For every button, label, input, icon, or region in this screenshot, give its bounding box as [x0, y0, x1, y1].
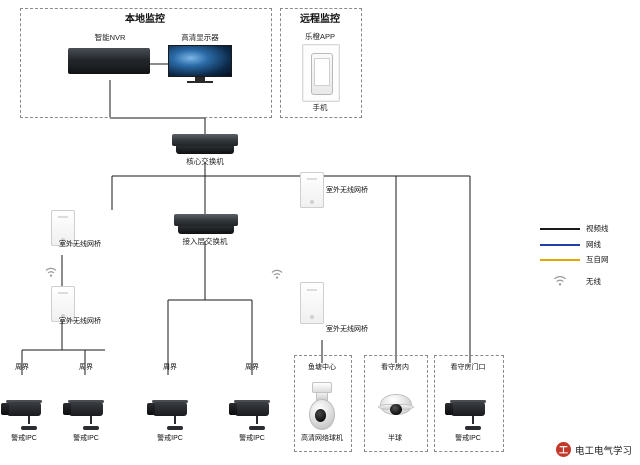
- camera-label-1: 警戒IPC: [11, 435, 37, 442]
- bridge-label-3: 室外无线网桥: [326, 187, 368, 194]
- phone-label: 手机: [312, 103, 328, 112]
- core-switch-label: 核心交换机: [186, 157, 224, 166]
- camera-device-3: [146, 390, 194, 430]
- camera-label-4: 警戒IPC: [239, 435, 265, 442]
- remote-monitor-group: [280, 8, 362, 118]
- site-label-3: 周界: [163, 364, 177, 371]
- legend-line-video: [540, 228, 580, 230]
- site-group-center: [294, 355, 352, 452]
- access-switch-device: [174, 214, 238, 234]
- legend-line-network: [540, 244, 580, 246]
- site-label-4: 周界: [245, 364, 259, 371]
- phone-device: [311, 53, 333, 95]
- access-switch-label: 接入层交换机: [182, 237, 228, 246]
- bridge-label-1: 室外无线网桥: [59, 241, 101, 248]
- brand-name: 电工电气学习: [574, 445, 632, 457]
- brand-badge: 工: [555, 442, 571, 457]
- site-label-5: 鱼塘中心: [308, 364, 336, 371]
- camera-label-7: 警戒IPC: [455, 435, 481, 442]
- bridge-device-1: [51, 210, 75, 246]
- legend-label-network: 网线: [586, 240, 601, 249]
- camera-label-2: 警戒IPC: [73, 435, 99, 442]
- legend-label-internet: 互自网: [586, 255, 609, 264]
- brand-logo: 工 电工电气学习: [555, 442, 632, 457]
- bridge-label-2: 室外无线网桥: [59, 318, 101, 325]
- bridge-device-2: [51, 286, 75, 322]
- camera-label-6: 半球: [388, 435, 402, 442]
- nvr-label: 智能NVR: [94, 33, 126, 42]
- phone-frame: [302, 44, 340, 102]
- site-label-6: 看守房内: [381, 364, 409, 371]
- camera-device-4: [228, 390, 276, 430]
- site-label-2: 周界: [79, 364, 93, 371]
- camera-device-1: [0, 390, 48, 430]
- bridge-label-4: 室外无线网桥: [326, 326, 368, 333]
- core-switch-device: [172, 134, 238, 154]
- camera-label-3: 警戒IPC: [157, 435, 183, 442]
- site-label-7: 看守房门口: [450, 364, 486, 371]
- local-monitor-group: [20, 8, 272, 118]
- site-label-1: 周界: [15, 364, 29, 371]
- monitor-device: [168, 45, 232, 83]
- camera-device-2: [62, 390, 110, 430]
- camera-label-5: 高清网络球机: [301, 435, 343, 442]
- remote-monitor-title: 远程监控: [300, 14, 340, 25]
- camera-device-6: [378, 392, 414, 426]
- site-group-guardroom: [364, 355, 428, 452]
- bridge-device-4: [300, 282, 324, 324]
- camera-device-5: [306, 382, 338, 434]
- nvr-device: [68, 48, 150, 74]
- local-monitor-title: 本地监控: [125, 14, 165, 25]
- legend-line-internet: [540, 259, 580, 261]
- app-label: 乐橙APP: [304, 32, 336, 41]
- site-group-guardgate: [434, 355, 504, 452]
- monitor-label: 高清显示器: [181, 33, 219, 42]
- camera-device-7: [444, 390, 492, 430]
- legend-label-wireless: 无线: [586, 277, 601, 286]
- legend-label-video: 视频线: [586, 224, 609, 233]
- bridge-device-3: [300, 172, 324, 208]
